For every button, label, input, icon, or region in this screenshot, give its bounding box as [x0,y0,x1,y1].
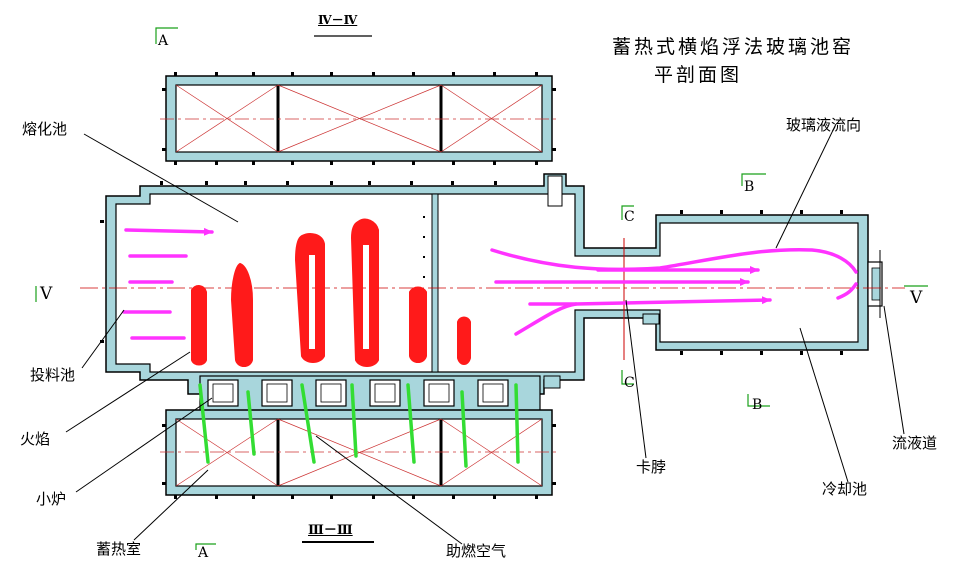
diagram-title: 蓄热式横焰浮法玻璃池窑 [612,36,855,58]
air-line [246,390,256,456]
flow-line [836,282,858,300]
label-regenerator: 蓄热室 [96,540,142,558]
flow-line [514,302,578,336]
flow-line [490,247,858,274]
section-letter-C-top: C [624,209,635,225]
label-neck: 卡脖 [636,458,667,476]
section-letter-B-bottom: B [752,397,763,413]
combustion-air-lines [198,383,520,468]
leader-canal [883,305,905,435]
diagram-subtitle: 平剖面图 [654,64,743,86]
air-line [300,383,316,464]
section-letter-A-bottom: A [198,545,209,561]
flame [350,218,379,367]
label-canal: 流液道 [892,434,938,452]
label-doghouse: 投料池 [30,366,76,384]
small-furnace-ports [199,375,561,413]
air-line [514,383,520,464]
leader-flame [65,351,191,433]
label-glass-flow-direction: 玻璃液流向 [786,116,862,134]
top-regenerator [160,72,558,165]
section-label-top: Ⅳ－Ⅳ [318,13,358,27]
air-line [350,383,358,458]
flame [191,285,207,366]
section-mark-C-top [621,205,634,220]
leader-doghouse [81,309,125,369]
label-cooling-tank: 冷却池 [822,480,868,498]
flow-arrow [124,227,214,236]
leader-small-furnace [75,397,213,493]
label-small-furnace: 小炉 [36,490,67,508]
flame [230,262,253,367]
section-letter-A-top: A [158,33,169,49]
air-line [460,390,468,468]
section-mark-C-bottom [621,370,634,385]
leader-combustion-air [315,435,463,545]
air-line [198,383,210,464]
leader-melting-tank [83,133,239,223]
label-flame: 火焰 [20,430,51,448]
leader-lines [65,123,905,545]
leader-neck [625,299,647,459]
leader-glass-flow [775,123,837,249]
section-letter-B-top: B [744,179,755,195]
flames [191,218,471,367]
section-letter-V-left: V [40,284,53,304]
label-combustion-air: 助燃空气 [446,542,507,560]
leader-regenerator [133,469,209,541]
label-melting-tank: 熔化池 [22,120,68,138]
section-mark-B-bottom [747,394,770,407]
section-mark-A-bottom [195,543,216,550]
glass-flow-arrows-right [490,247,858,336]
glass-flow-arrows-left [122,227,214,340]
leader-cooling-tank [799,327,849,483]
section-mark-A-top [155,27,178,44]
flame [294,233,325,363]
flame [409,286,427,363]
section-letter-V-right: V [910,288,923,308]
section-mark-B-top [741,173,766,186]
flame [457,316,471,365]
section-cut-marks [35,27,928,550]
section-label-bottom: Ⅲ－Ⅲ [308,523,353,538]
bottom-regenerator [160,409,558,499]
section-letter-C-bottom: C [624,375,635,391]
air-line [406,383,416,464]
